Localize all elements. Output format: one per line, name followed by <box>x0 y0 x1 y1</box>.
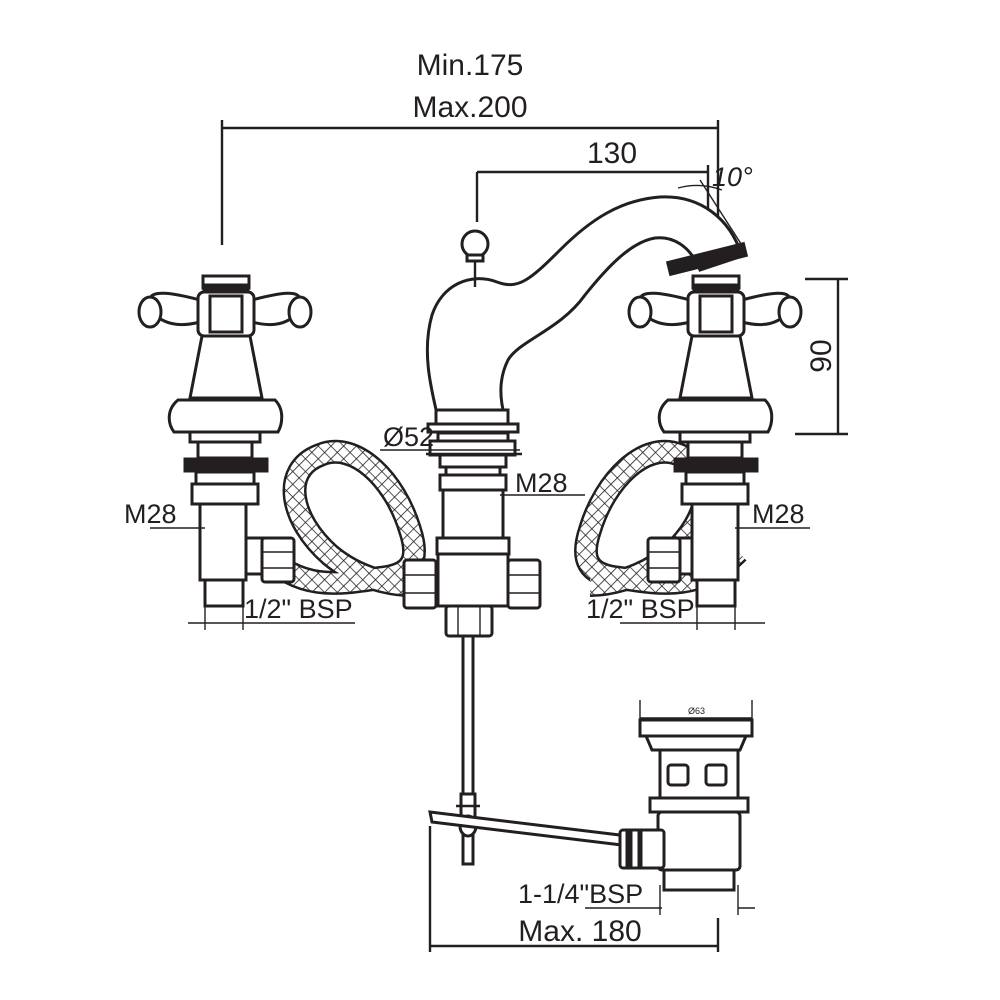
handle-height-dimension: 90 <box>795 277 848 436</box>
centre-left-nut <box>402 558 438 610</box>
span-min-label: Min.175 <box>417 49 524 82</box>
waste-thread-dimension: 1-1/4"BSP <box>518 879 755 915</box>
centre-right-nut <box>506 558 542 610</box>
left-thread-label: M28 <box>124 499 177 529</box>
right-inlet-dimension: 1/2" BSP <box>586 594 765 630</box>
spout-angle-label: 10° <box>712 162 753 192</box>
span-dimension: Min.175 Max.200 <box>220 49 720 245</box>
right-thread-label: M28 <box>752 499 805 529</box>
left-inlet-dimension: 1/2" BSP <box>188 594 355 630</box>
span-max-label: Max.200 <box>412 91 527 124</box>
right-inlet-label: 1/2" BSP <box>586 594 695 624</box>
left-hose <box>253 439 426 597</box>
right-handle-valve <box>627 274 803 608</box>
pop-up-length-label: Max. 180 <box>518 915 641 948</box>
left-inlet-label: 1/2" BSP <box>244 594 353 624</box>
waste-diameter-label: Ø63 <box>688 706 705 716</box>
centre-thread-label: M28 <box>515 468 568 498</box>
spout-shank <box>426 431 522 608</box>
right-thread-dimension: M28 <box>735 499 810 529</box>
waste-drain <box>618 718 754 892</box>
waste-diameter-dimension: Ø63 <box>639 700 753 722</box>
pop-up-knob <box>460 229 490 287</box>
left-thread-dimension: M28 <box>124 499 205 529</box>
spout-reach-dimension: 130 10° <box>475 137 753 251</box>
centre-thread-dimension: M28 <box>500 468 585 498</box>
base-diameter-dimension: Ø52 <box>380 422 520 452</box>
spout-body <box>425 195 749 434</box>
pop-up-rod <box>428 634 632 866</box>
waste-thread-label: 1-1/4"BSP <box>518 879 643 909</box>
spout-reach-label: 130 <box>587 137 637 170</box>
base-diameter-label: Ø52 <box>383 422 434 452</box>
left-handle-valve <box>137 274 313 608</box>
pop-up-length-dimension: Max. 180 <box>428 826 720 952</box>
handle-height-label: 90 <box>805 339 838 372</box>
centre-outlet-nut <box>444 604 494 638</box>
